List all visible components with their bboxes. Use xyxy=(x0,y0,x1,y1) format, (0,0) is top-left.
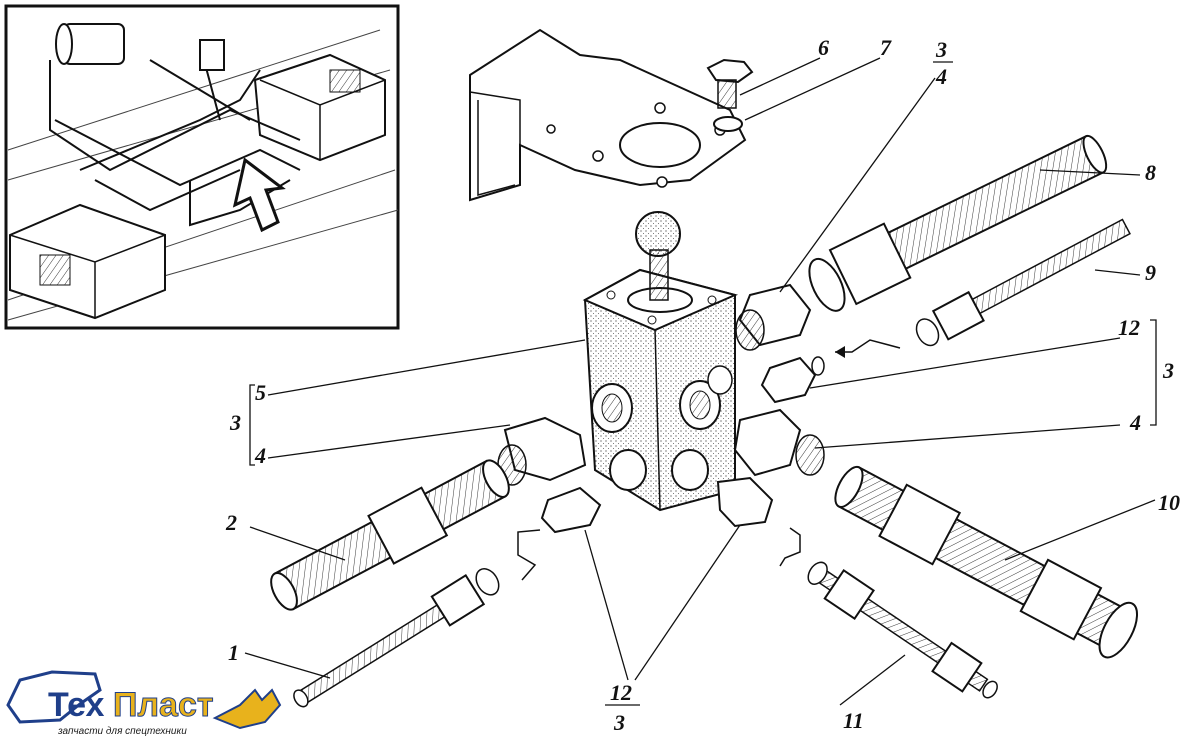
logo-tagline: запчасти для спецтехники xyxy=(57,726,187,737)
label-part-12-right: 12 xyxy=(1118,315,1140,340)
fitting-4-left xyxy=(497,416,587,486)
inset-pointer-arrow xyxy=(232,157,286,233)
label-part-9: 9 xyxy=(1145,260,1156,285)
fitting-12-center xyxy=(716,476,774,528)
label-part-7: 7 xyxy=(880,35,892,60)
fitting-12-left xyxy=(540,486,602,534)
label-part-4-left: 4 xyxy=(254,443,266,468)
pipe-1 xyxy=(293,568,500,708)
leader-lines xyxy=(244,57,1157,706)
bolt xyxy=(706,58,754,109)
label-part-3-right: 3 xyxy=(1162,358,1174,383)
label-part-8: 8 xyxy=(1145,160,1156,185)
label-part-6: 6 xyxy=(818,35,829,60)
pipe-10 xyxy=(834,465,1139,659)
label-part-3-left: 3 xyxy=(229,410,241,435)
inset-illustration xyxy=(4,4,400,330)
label-part-4-right: 4 xyxy=(1129,410,1141,435)
label-part-5: 5 xyxy=(255,380,266,405)
washer xyxy=(713,116,743,132)
fitting-4-right xyxy=(733,408,825,477)
label-part-4-top: 4 xyxy=(935,64,947,89)
label-part-3-top: 3 xyxy=(935,37,947,62)
logo-brand-suffix: Пласт xyxy=(113,686,214,724)
pipe-11 xyxy=(807,561,998,699)
fitting-12-right xyxy=(760,356,825,404)
pipe-9 xyxy=(915,218,1131,347)
arrowhead-9 xyxy=(835,346,845,358)
valve-body xyxy=(582,211,739,512)
label-part-12-bottom: 12 xyxy=(610,680,632,705)
inset-left-block xyxy=(9,203,166,320)
connector-line-11 xyxy=(779,527,801,567)
label-part-10: 10 xyxy=(1158,490,1180,515)
label-part-2: 2 xyxy=(225,510,237,535)
inset-filter xyxy=(199,39,225,71)
pipe-2 xyxy=(270,459,510,611)
label-part-11: 11 xyxy=(843,708,864,733)
logo-brand-prefix: Тех xyxy=(48,686,105,724)
logo-loader-icon xyxy=(6,670,102,724)
techplast-logo: Тех Пласт запчасти для спецтехники xyxy=(6,670,282,737)
label-part-3-bottom: 3 xyxy=(613,710,625,735)
label-part-1: 1 xyxy=(228,640,239,665)
fitting-4-top xyxy=(735,283,812,351)
inset-cylinder xyxy=(55,23,125,65)
logo-excavator-bucket-icon xyxy=(212,688,282,730)
pipe-8 xyxy=(808,134,1108,312)
mounting-bracket xyxy=(469,28,747,202)
connector-line-1 xyxy=(517,529,541,581)
